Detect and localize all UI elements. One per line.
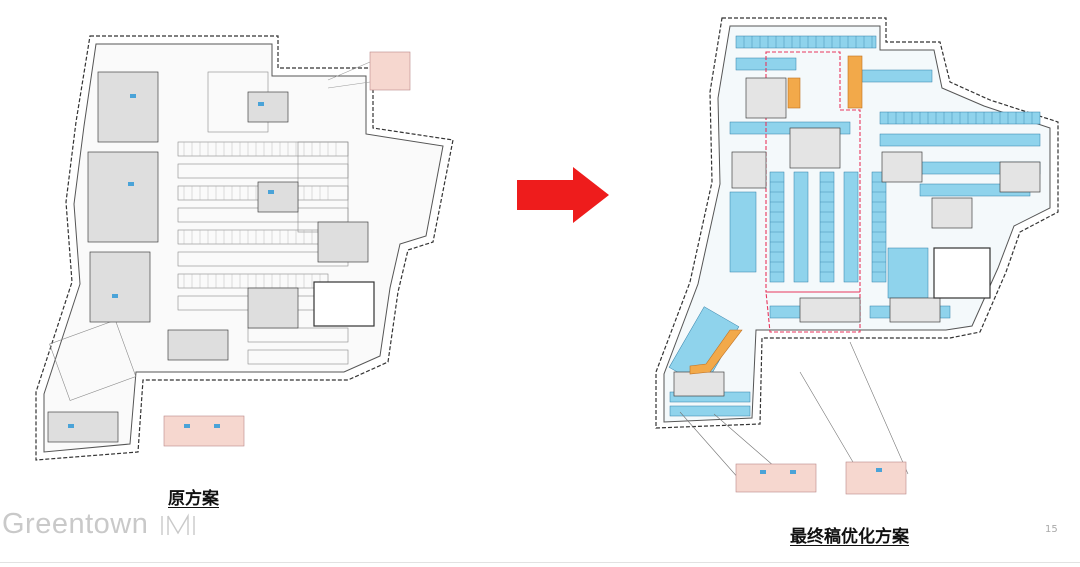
detail-inset-bottom [163,415,245,447]
optimized-plan-caption: 最终稿优化方案 [790,527,909,547]
building-cores [673,77,1041,397]
boundary-highlight [765,51,861,333]
courtyard [313,281,375,327]
parking-stall-ticks [743,36,1033,273]
comparison-arrow-icon [517,167,609,223]
detail-inset-top [369,51,411,91]
courtyard [933,247,991,299]
page-number: 15 [1045,524,1058,535]
original-plan-caption: 原方案 [168,489,219,509]
detail-inset-right [845,461,907,495]
parking-fields [668,35,1041,417]
building-cores [47,71,369,443]
blue-markers [68,94,274,428]
core-highlights [689,55,863,375]
footer-divider [0,562,1080,563]
brand-mark-icon [161,513,195,535]
brand-logo-text: Greentown [2,508,149,540]
original-plan-drawing [35,35,454,461]
optimized-plan-drawing [655,17,1059,495]
site-boundary [655,17,1059,429]
detail-inset-left [735,463,817,493]
